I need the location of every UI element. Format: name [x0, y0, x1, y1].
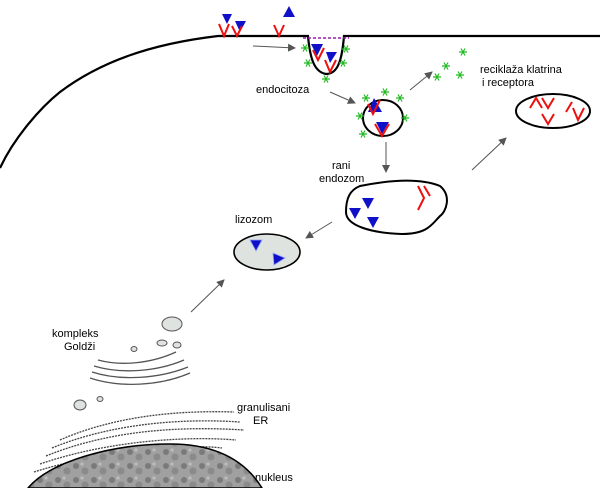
label-golgi-2: Goldži	[64, 341, 96, 353]
ligand-icon	[326, 52, 337, 63]
receptor-icon	[218, 23, 230, 39]
label-er-2: ER	[253, 415, 269, 427]
receptor-icon	[565, 101, 573, 113]
label-golgi-1: kompleks	[52, 328, 99, 340]
coated-pit	[311, 44, 337, 75]
ligand-icon	[376, 122, 389, 134]
receptor-icon	[273, 24, 285, 39]
ligand-icon	[368, 98, 382, 112]
early-endosome	[344, 179, 448, 236]
ligand-icon	[222, 14, 232, 24]
receptor-icon	[231, 25, 243, 39]
arrow-to-pit	[252, 43, 296, 52]
receptor-icon	[312, 47, 325, 63]
label-er-1: granulisani	[237, 402, 291, 414]
receptor-icon	[374, 123, 390, 138]
nucleus	[26, 443, 263, 488]
ligand-icon	[249, 239, 263, 252]
ligand-icon	[367, 217, 379, 228]
receptor-icon	[367, 99, 381, 117]
arrow-to-lysosome	[305, 221, 333, 239]
label-early-endosome-2: endozom	[319, 173, 365, 185]
label-lysosome: lizozom	[235, 214, 273, 226]
coated-vesicle	[356, 88, 409, 138]
receptor-icon	[572, 107, 585, 123]
arrow-clathrin-release	[409, 71, 433, 91]
ligand-icon	[272, 252, 286, 266]
recycling-vesicle	[515, 93, 591, 129]
clathrin-coat	[301, 44, 350, 83]
receptor-icon	[541, 97, 555, 110]
receptor-icon	[541, 113, 555, 126]
pathway-arrows	[190, 43, 507, 313]
ligand-icon	[311, 44, 323, 56]
label-nucleus: nukleus	[255, 472, 293, 484]
receptor-icon	[324, 59, 337, 75]
lysosome	[233, 233, 301, 271]
membrane-receptors	[218, 23, 285, 39]
ligand-icon	[349, 208, 361, 219]
arrow-to-vesicle	[329, 91, 356, 104]
ligand-icon	[362, 198, 374, 209]
label-early-endosome-1: rani	[332, 160, 351, 172]
label-recycling-1: reciklaža klatrina	[480, 64, 562, 76]
arrow-golgi-to-lysosome	[190, 279, 225, 313]
receptor-icon	[417, 185, 431, 211]
label-endocytosis: endocitoza	[256, 84, 310, 96]
receptor-icon	[529, 96, 543, 109]
plasma-membrane	[0, 34, 600, 169]
golgi-complex	[89, 316, 191, 385]
label-recycling-2: i receptora	[482, 77, 534, 89]
ligand-icon	[283, 6, 295, 17]
arrow-to-recycling	[471, 137, 507, 171]
ligand-icon	[235, 21, 246, 32]
released-clathrin	[433, 48, 467, 81]
extracellular-ligands	[222, 6, 295, 32]
